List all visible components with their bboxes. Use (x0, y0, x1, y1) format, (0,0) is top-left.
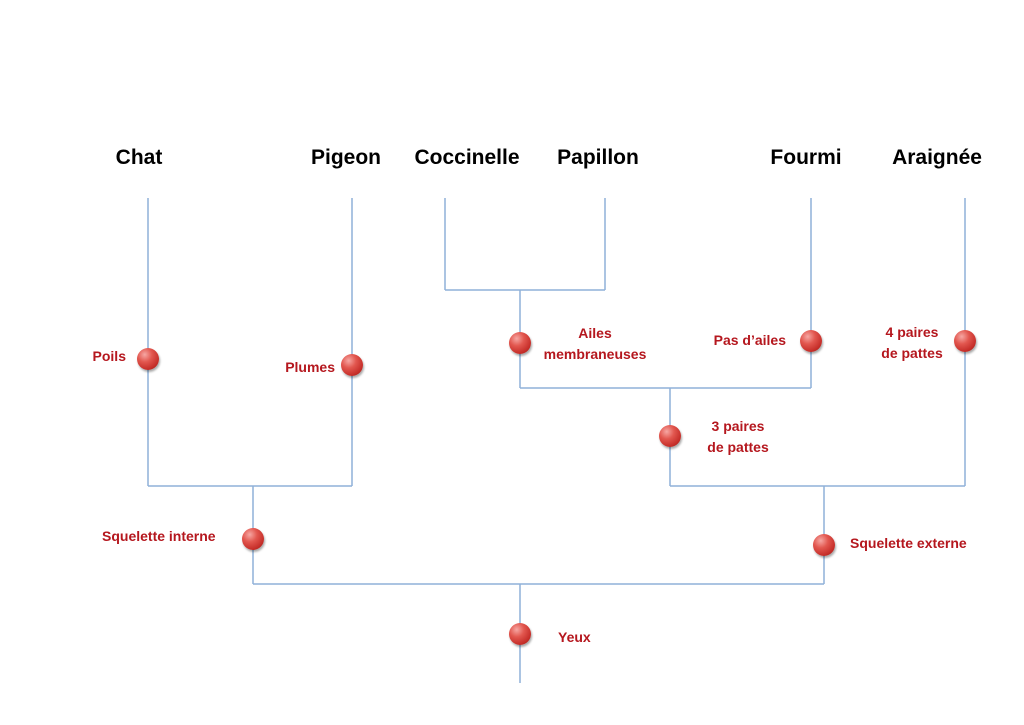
trait-marker-plumes (341, 354, 363, 376)
trait-marker-3-paires-de-pattes (659, 425, 681, 447)
trait-label-squelette-externe: Squelette externe (850, 535, 967, 551)
trait-label-ailes-line1: Ailes (578, 325, 612, 341)
trait-label-pas-d-ailes: Pas d’ailes (713, 332, 786, 348)
trait-label-3-paires-line2: de pattes (707, 439, 769, 455)
trait-label-4-paires-de-pattes: 4 paires de pattes (881, 322, 942, 364)
trait-label-plumes: Plumes (285, 359, 335, 375)
trait-label-ailes-membraneuses: Ailes membraneuses (544, 323, 647, 365)
trait-marker-yeux (509, 623, 531, 645)
trait-label-yeux: Yeux (558, 629, 591, 645)
trait-label-ailes-line2: membraneuses (543, 346, 647, 362)
taxon-papillon: Papillon (557, 146, 639, 169)
taxon-fourmi: Fourmi (770, 146, 842, 169)
trait-marker-squelette-externe (813, 534, 835, 556)
trait-marker-4-paires-de-pattes (954, 330, 976, 352)
taxon-coccinelle: Coccinelle (414, 146, 520, 169)
trait-marker-ailes-membraneuses (509, 332, 531, 354)
trait-marker-pas-d-ailes (800, 330, 822, 352)
trait-marker-poils (137, 348, 159, 370)
taxon-pigeon: Pigeon (310, 146, 382, 169)
trait-marker-squelette-interne (242, 528, 264, 550)
trait-label-4-paires-line2: de pattes (881, 345, 943, 361)
trait-label-3-paires-line1: 3 paires (711, 418, 765, 434)
taxon-araignee: Araignée (892, 146, 982, 169)
trait-label-4-paires-line1: 4 paires (885, 324, 939, 340)
trait-label-3-paires-de-pattes: 3 paires de pattes (707, 416, 768, 458)
taxon-chat: Chat (115, 146, 163, 169)
trait-label-squelette-interne: Squelette interne (102, 528, 216, 544)
trait-label-poils: Poils (92, 348, 126, 364)
